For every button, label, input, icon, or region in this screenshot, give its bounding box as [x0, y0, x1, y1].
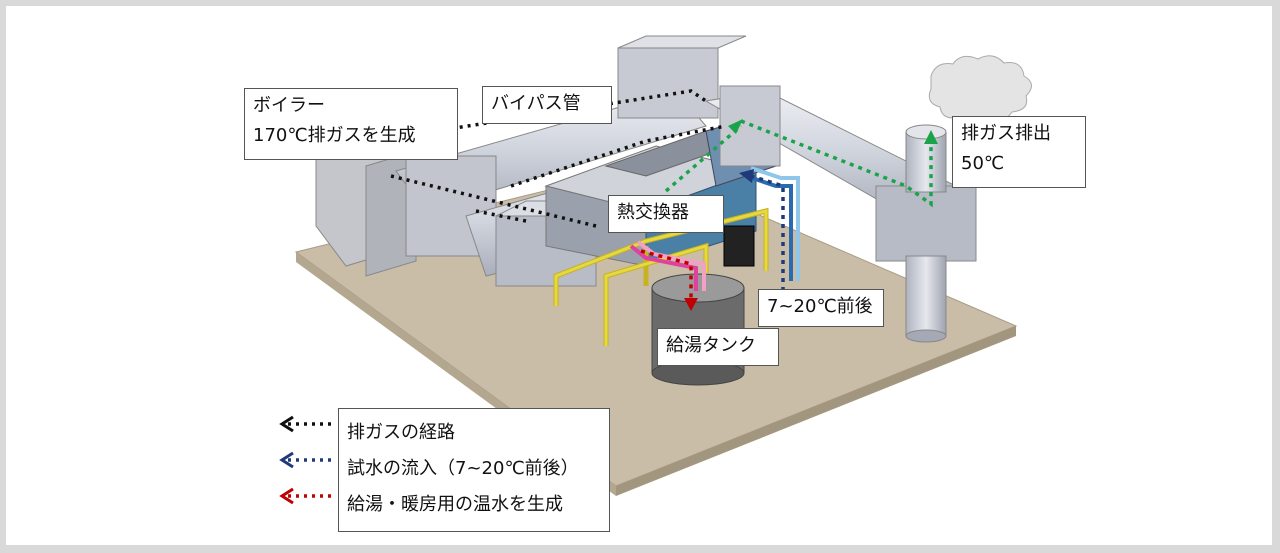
- base-platform-edge-right: [616, 326, 1016, 496]
- tank-label-text: 給湯タンク: [666, 335, 756, 356]
- heat-exchanger-label-text: 熱交換器: [617, 202, 689, 223]
- legend-arrow-water-inflow: [279, 451, 336, 469]
- exhaust-path-boiler: [390, 89, 707, 228]
- legend-item-exhaust: 排ガスの経路: [347, 422, 455, 443]
- steam-cloud: [928, 55, 1032, 123]
- water-inflow-arrowhead: [739, 169, 754, 183]
- boiler-label: ボイラー 170℃排ガスを生成: [244, 88, 458, 160]
- exhaust-stack: [875, 124, 977, 343]
- legend-arrow-exhaust: [279, 415, 336, 433]
- heat-exchanger-label: 熱交換器: [608, 195, 724, 233]
- exhaust-outlet-label: 排ガス排出 50℃: [952, 116, 1086, 188]
- water-inflow-pipes: [745, 166, 800, 281]
- boiler-label-line1: ボイラー: [253, 95, 325, 116]
- water-inflow-label-text: 7~20℃前後: [767, 296, 873, 317]
- exhaust-outlet-label-line1: 排ガス排出: [961, 123, 1051, 144]
- hot-water-arrowhead: [684, 298, 698, 311]
- exhaust-outlet-label-line2: 50℃: [961, 153, 1005, 174]
- legend-arrow-hot-water: [279, 487, 336, 505]
- boiler-label-line2: 170℃排ガスを生成: [253, 125, 416, 146]
- exhaust-path-he: [664, 124, 743, 193]
- system-illustration: [279, 35, 1032, 505]
- legend: 排ガスの経路 試水の流入（7~20℃前後） 給湯・暖房用の温水を生成: [338, 408, 610, 532]
- diagram-frame: ボイラー 170℃排ガスを生成 バイパス管 熱交換器 排ガス排出 50℃ 7~2…: [6, 6, 1272, 545]
- tank-label: 給湯タンク: [657, 328, 779, 366]
- cooled-exhaust-path: [740, 119, 933, 208]
- legend-item-hot-water: 給湯・暖房用の温水を生成: [347, 494, 563, 515]
- water-inflow-path: [750, 174, 785, 291]
- cooled-exhaust-arrowhead-stack: [924, 130, 938, 144]
- bypass-label: バイパス管: [482, 86, 612, 124]
- water-inflow-label: 7~20℃前後: [758, 289, 884, 327]
- pump-block: [723, 225, 755, 267]
- legend-item-water-inflow: 試水の流入（7~20℃前後）: [347, 458, 579, 479]
- hot-water-pipes: [629, 240, 706, 291]
- bypass-label-text: バイパス管: [491, 93, 581, 114]
- cooled-exhaust-arrowhead-he: [728, 119, 743, 134]
